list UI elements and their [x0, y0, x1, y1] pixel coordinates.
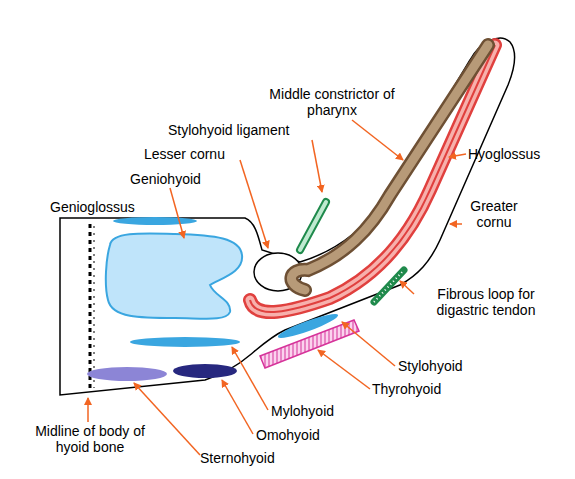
part-label: Geniohyoid [130, 171, 240, 187]
midline-dashes [93, 226, 95, 388]
hyoglossus-line [250, 45, 495, 312]
geniohyoid-attachment [106, 233, 242, 318]
leader-line [170, 188, 184, 238]
leader-line [352, 120, 403, 160]
leader-lines [88, 120, 466, 455]
fibrous-loop-dots [374, 270, 404, 302]
stylohyoid-ligament-shape [300, 202, 326, 250]
leader-line [312, 140, 322, 192]
part-label: Thyrohyoid [372, 381, 482, 397]
leader-line [400, 281, 414, 294]
middle-constrictor-attachment [291, 45, 488, 290]
leader-line [450, 223, 462, 225]
fibrous-loop-shape [374, 270, 404, 302]
hyoglossus-attachment [250, 45, 495, 312]
stylohyoid-ligament-fill [300, 202, 326, 250]
leader-line [318, 350, 370, 389]
part-label: Hyoglossus [468, 146, 568, 162]
part-label: Fibrous loop for digastric tendon [416, 286, 556, 318]
omohyoid-attachment [173, 364, 237, 378]
mylohyoid-attachment [130, 337, 240, 347]
part-label: Greater cornu [462, 198, 526, 230]
part-label: Stylohyoid [398, 358, 508, 374]
leader-line [240, 160, 268, 248]
part-label: Stylohyoid ligament [168, 122, 338, 138]
leader-line [134, 383, 200, 455]
hyoid-bone-outline [60, 38, 514, 395]
leader-line [342, 322, 395, 366]
sternohyoid-attachment [87, 367, 167, 381]
midline-dashes [89, 224, 92, 390]
part-label: Middle constrictor of pharynx [262, 86, 402, 118]
leader-line [449, 154, 466, 157]
middle-constrictor-fill [291, 45, 488, 290]
part-label: Omohyoid [256, 427, 366, 443]
part-label: Sternohyoid [200, 450, 320, 466]
part-label: Midline of body of hyoid bone [20, 423, 160, 455]
genioglossus-attachment [113, 217, 197, 225]
thyrohyoid-attachment [260, 320, 359, 368]
part-label: Genioglossus [50, 199, 160, 215]
hyoglossus-fill [250, 45, 495, 312]
leader-line [232, 347, 268, 410]
leader-line [222, 380, 253, 434]
part-label: Lesser cornu [144, 146, 264, 162]
part-label: Mylohyoid [271, 403, 381, 419]
leader-line [87, 398, 89, 422]
